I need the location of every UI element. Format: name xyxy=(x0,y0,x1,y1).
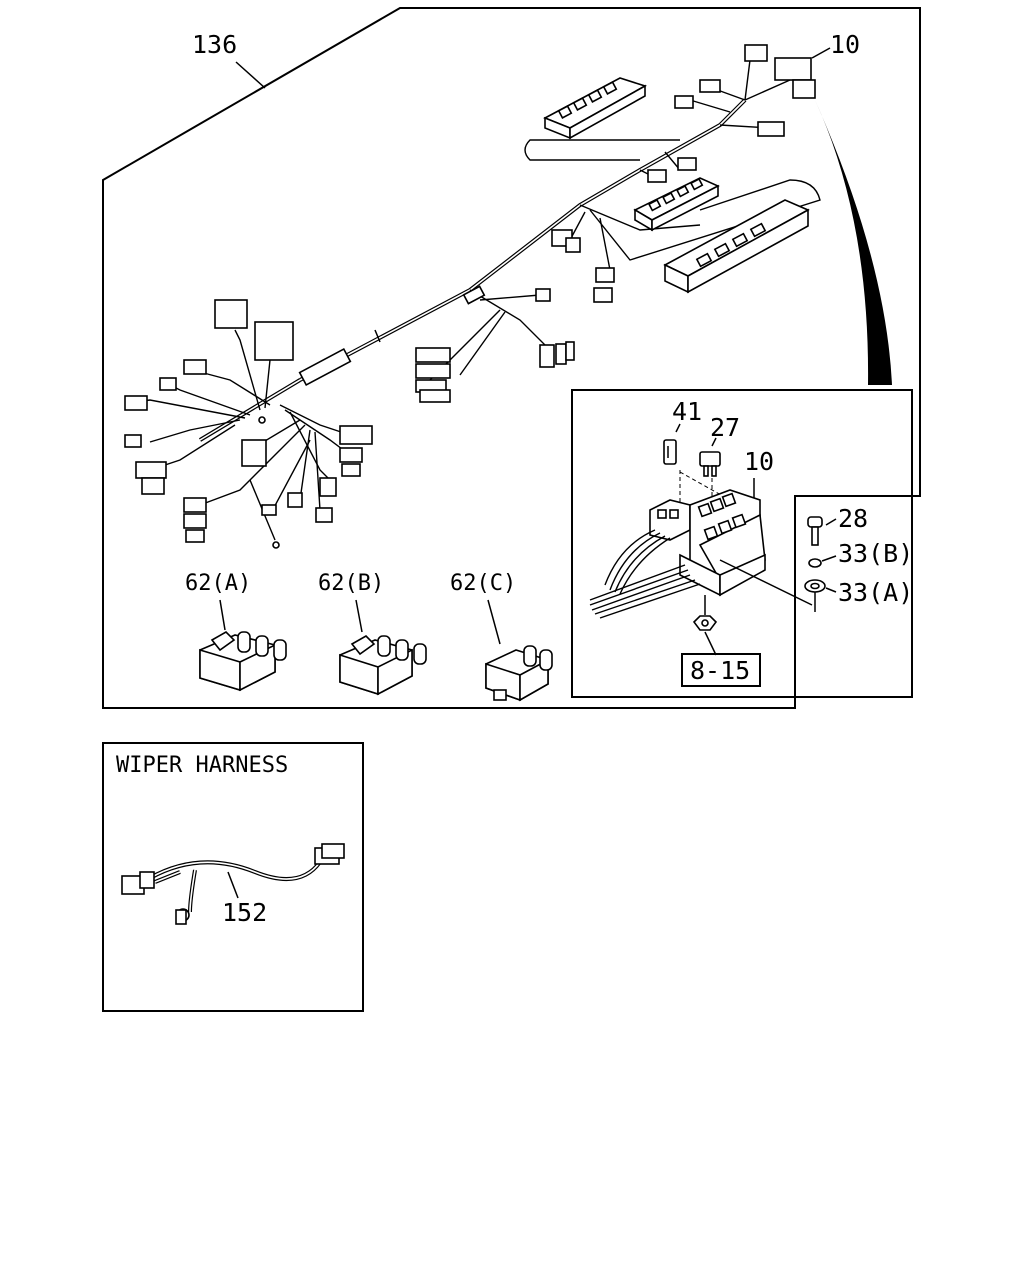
wiper-harness-panel: WIPER HARNESS 152 xyxy=(102,742,364,1012)
label-nut-ref: 8-15 xyxy=(690,656,750,685)
nut xyxy=(692,595,718,656)
detail-arrow xyxy=(815,100,892,385)
label-group-136: 136 xyxy=(192,30,266,89)
label-washer-33b: 33(B) xyxy=(838,539,913,568)
connector xyxy=(595,267,615,283)
fastener-group: 28 33(B) 33(A) xyxy=(804,504,913,612)
main-frame xyxy=(102,7,921,709)
bolt-28 xyxy=(807,516,823,528)
main-harness xyxy=(124,44,821,549)
strip-connector-long xyxy=(663,199,810,294)
fuse-41: 41 xyxy=(663,397,702,465)
connector-10 xyxy=(774,57,812,81)
connector xyxy=(341,463,361,477)
label-bolt-28: 28 xyxy=(838,504,868,533)
connector xyxy=(241,439,267,467)
relay-62a: 62(A) xyxy=(185,571,287,692)
label-main-harness: 136 xyxy=(192,30,237,59)
label-washer-33a: 33(A) xyxy=(838,578,913,607)
connector xyxy=(539,344,555,368)
label-fusebox-10: 10 xyxy=(744,447,774,476)
connector xyxy=(677,157,697,171)
detail-frame xyxy=(571,389,913,698)
connector xyxy=(647,169,667,183)
bolt-shank xyxy=(811,526,819,546)
fuse-27: 27 xyxy=(699,413,740,477)
relay-62c: 62(C) xyxy=(450,571,553,702)
connector xyxy=(339,425,373,445)
harness-clip xyxy=(462,285,486,305)
relay-62b: 62(B) xyxy=(318,571,427,696)
connector xyxy=(565,341,575,361)
connector xyxy=(792,79,816,99)
label-top-connector: 10 xyxy=(830,30,860,59)
washer-33b xyxy=(808,558,822,568)
wiper-frame xyxy=(102,742,364,1012)
label-relay-a: 62(A) xyxy=(185,571,251,596)
connector xyxy=(183,497,207,513)
connector xyxy=(135,461,167,479)
connector xyxy=(141,477,165,495)
connector xyxy=(261,504,277,516)
connector xyxy=(315,507,333,523)
label-fuse-27: 27 xyxy=(710,413,740,442)
connector xyxy=(415,363,451,379)
bolt-leader xyxy=(719,559,813,606)
ground-terminal xyxy=(272,541,280,549)
connector xyxy=(319,477,337,497)
wiper-title: WIPER HARNESS xyxy=(116,753,288,778)
connector xyxy=(535,288,551,302)
ground-terminal xyxy=(258,416,266,424)
connector xyxy=(415,347,451,363)
reference-box xyxy=(681,653,761,687)
connector xyxy=(287,492,303,508)
label-wiper-part: 152 xyxy=(222,898,267,927)
connector xyxy=(757,121,785,137)
harness-sleeve xyxy=(298,348,352,386)
connector xyxy=(593,287,613,303)
connector xyxy=(185,529,205,543)
connector xyxy=(214,299,248,329)
label-group-top-10: 10 xyxy=(811,30,860,59)
connector xyxy=(699,79,721,93)
fuse-box-body xyxy=(649,489,766,597)
connector xyxy=(674,95,694,109)
leader-line-136 xyxy=(235,61,266,89)
connector xyxy=(555,343,567,365)
label-fuse-41: 41 xyxy=(672,397,702,426)
connector xyxy=(183,359,207,375)
connector xyxy=(183,513,207,529)
label-relay-c: 62(C) xyxy=(450,571,516,596)
label-relay-b: 62(B) xyxy=(318,571,384,596)
connector xyxy=(565,237,581,253)
connector xyxy=(124,395,148,411)
connector xyxy=(339,447,363,463)
connector xyxy=(159,377,177,391)
connector xyxy=(744,44,768,62)
label-group-fusebox-10: 10 xyxy=(744,447,774,515)
fuse-box-wires xyxy=(589,529,701,619)
connector xyxy=(419,389,451,403)
connector xyxy=(254,321,294,361)
fuse-box-detail: 41 27 10 xyxy=(571,389,913,698)
connector xyxy=(124,434,142,448)
strip-connector-mid xyxy=(633,177,720,232)
strip-connector-top xyxy=(543,77,647,140)
